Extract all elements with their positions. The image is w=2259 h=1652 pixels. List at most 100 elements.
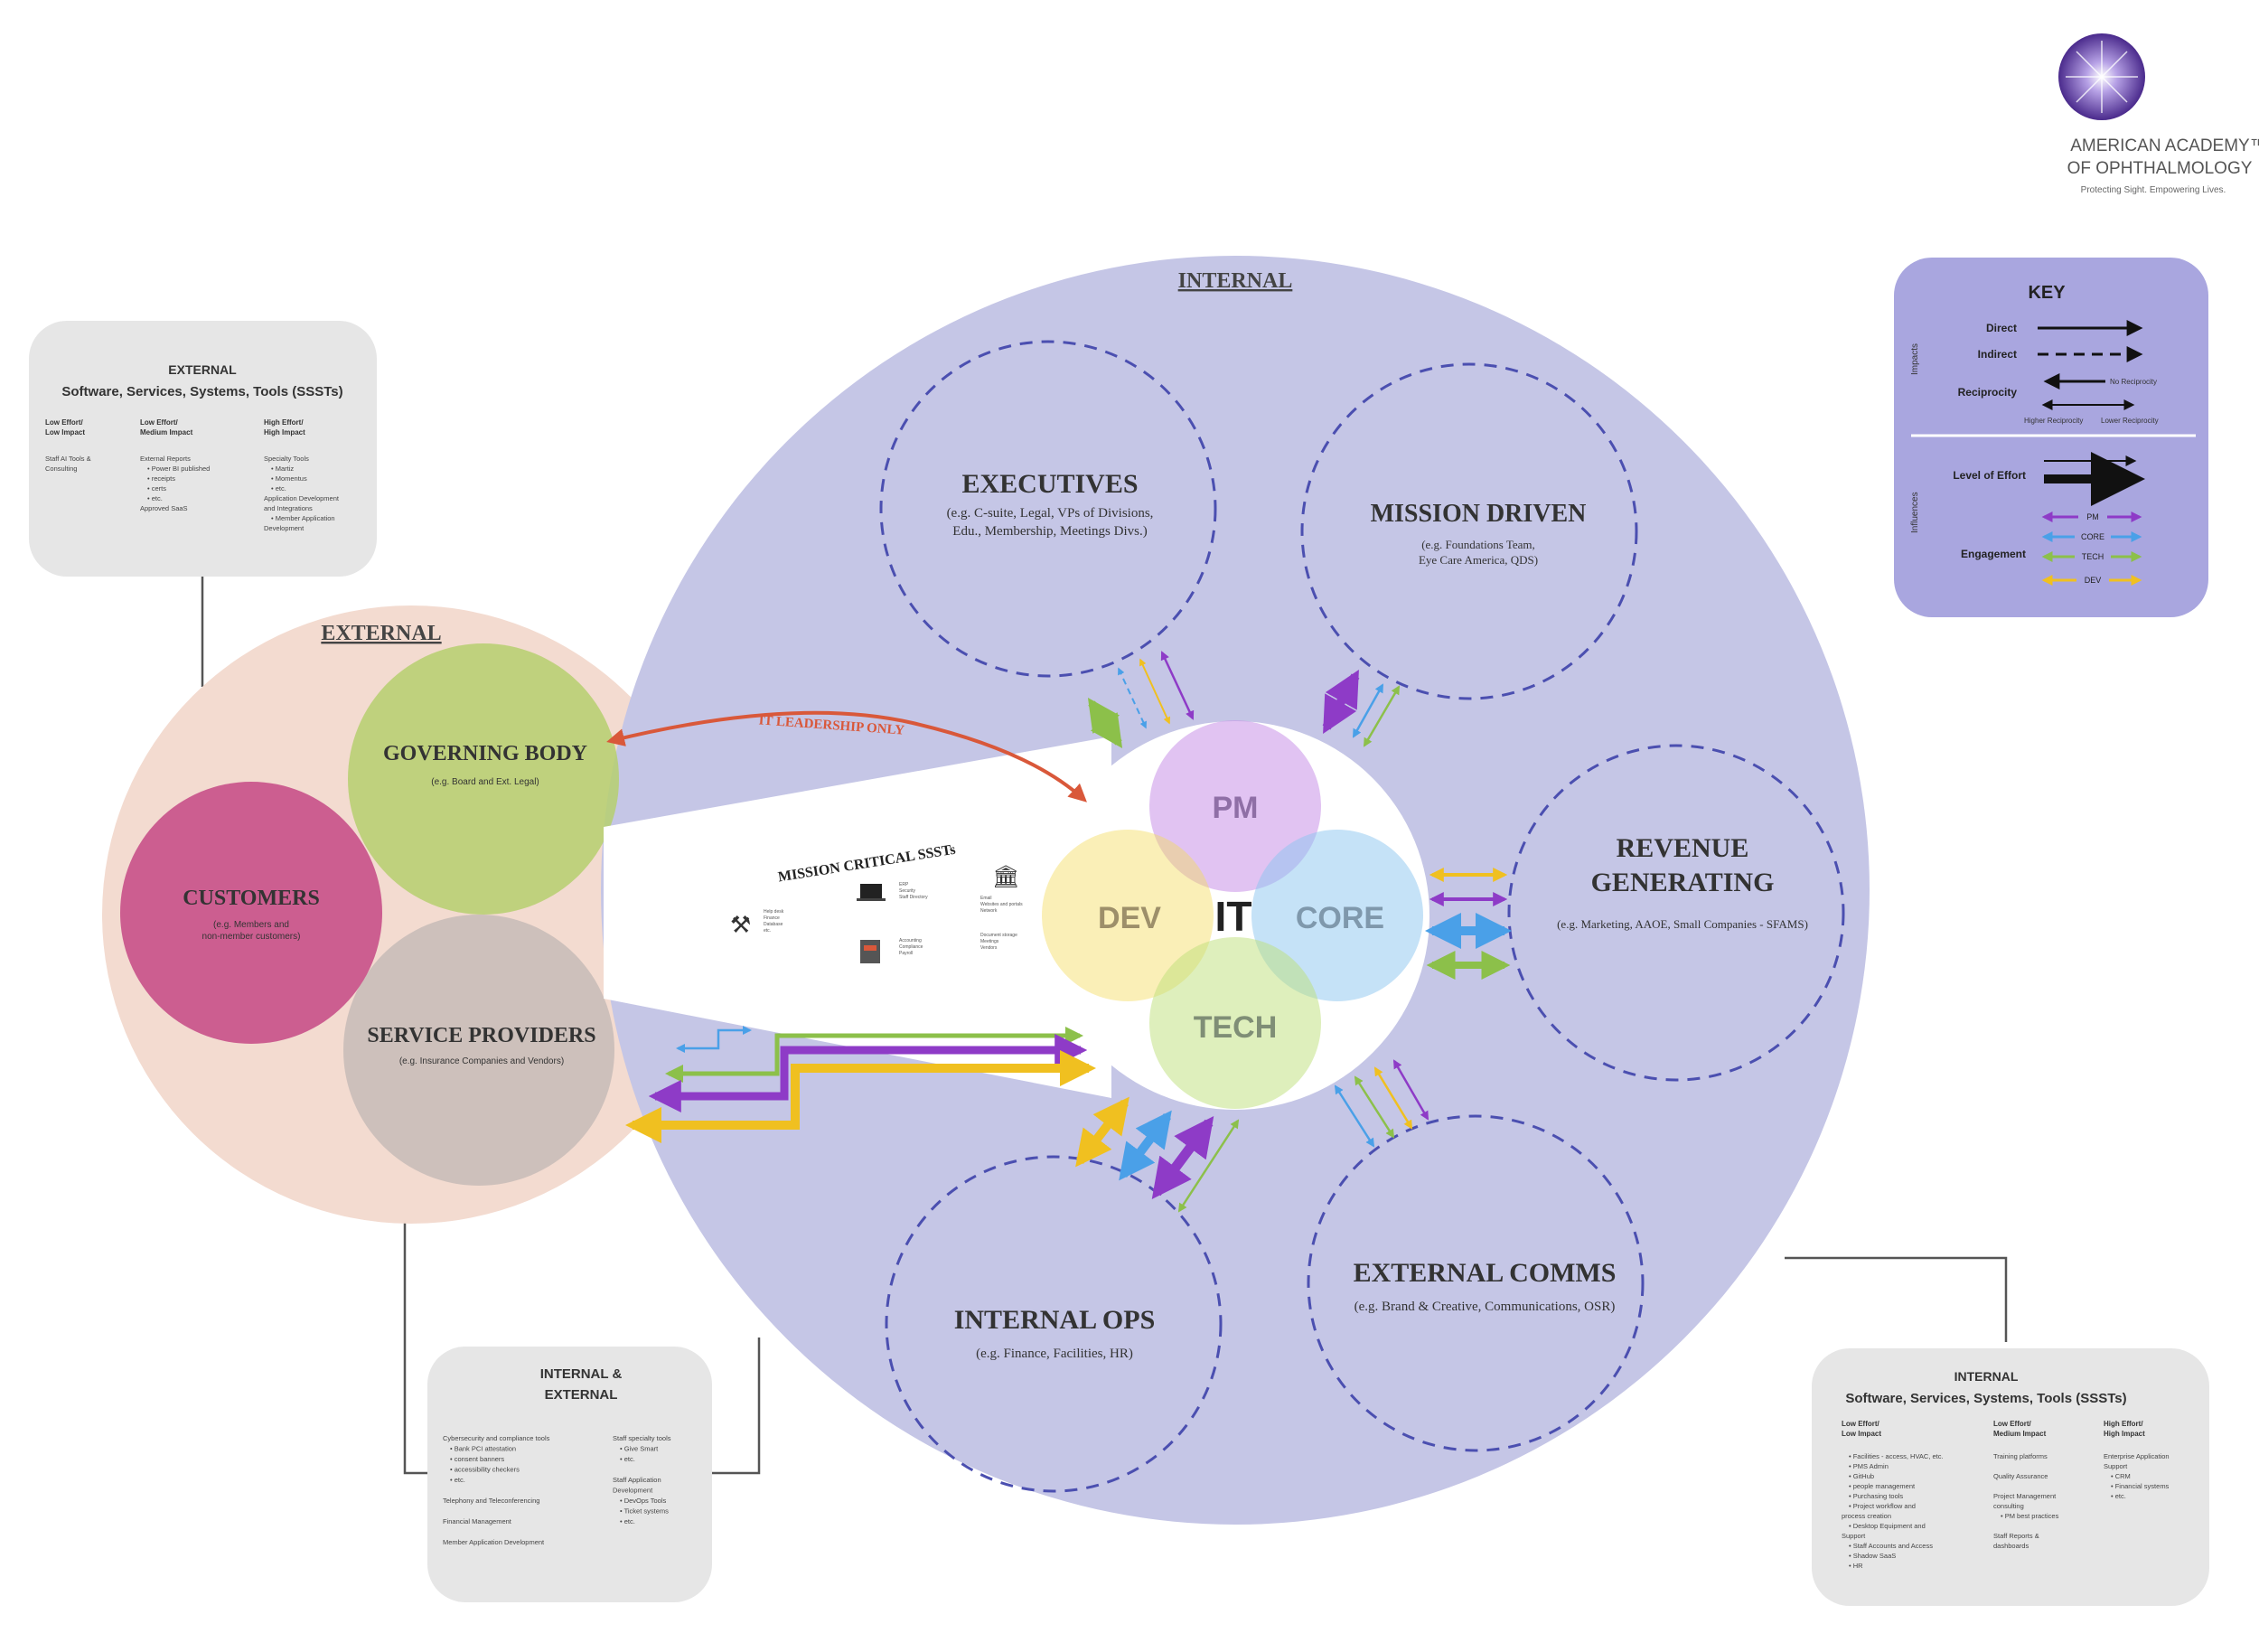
governing-body-title: GOVERNING BODY: [383, 742, 587, 765]
int-col1-item: • Purchasing tools: [1849, 1492, 1903, 1500]
int-col1-item: • HR: [1849, 1562, 1863, 1570]
ext-col3-head-2: High Impact: [264, 428, 305, 436]
ie-col1-item: Financial Management: [443, 1517, 512, 1525]
tech-label: TECH: [1194, 1010, 1278, 1045]
mission-critical-item: Document storage: [980, 933, 1017, 938]
revenue-title-2: GENERATING: [1591, 868, 1775, 897]
service-providers-title: SERVICE PROVIDERS: [367, 1024, 595, 1047]
key-pm: PM: [2086, 512, 2099, 521]
ext-col2-item: • Power BI published: [147, 465, 210, 473]
customers-sub-2: non-member customers): [202, 932, 301, 942]
external-comms-circle: [1307, 1114, 1645, 1452]
ie-box-title-1: INTERNAL &: [540, 1366, 623, 1382]
pm-circle: [1149, 720, 1321, 892]
customers-sub-1: (e.g. Members and: [213, 920, 289, 930]
key-impacts-label: Impacts: [1910, 343, 1920, 375]
mission-driven-desc-2: Eye Care America, QDS): [1419, 553, 1538, 567]
ie-col2-item: Staff Application: [613, 1476, 661, 1484]
ext-col3-item: • Momentus: [271, 474, 307, 483]
external-comms-title: EXTERNAL COMMS: [1354, 1258, 1617, 1288]
service-providers-circle: [343, 915, 614, 1186]
logo-org-line2: OF OPHTHALMOLOGY: [2067, 159, 2253, 178]
int-col2-item: • PM best practices: [2001, 1512, 2059, 1520]
ie-col2-item: • etc.: [620, 1517, 635, 1525]
service-providers-sub: (e.g. Insurance Companies and Vendors): [399, 1056, 564, 1066]
external-title: EXTERNAL: [321, 622, 441, 645]
server-badge-icon: [864, 945, 876, 951]
int-col1-item: • Facilities - access, HVAC, etc.: [1849, 1452, 1944, 1460]
external-comms-desc: (e.g. Brand & Creative, Communications, …: [1354, 1300, 1616, 1314]
ie-col2-item: Staff specialty tools: [613, 1434, 671, 1442]
customers-circle: [120, 782, 382, 1044]
ext-col3-item: Development: [264, 524, 305, 532]
int-col3-item: Enterprise Application: [2104, 1452, 2170, 1460]
ext-col2-items: External Reports• Power BI published• re…: [140, 455, 210, 512]
key-indirect: Indirect: [1978, 348, 2017, 361]
mission-driven-desc-1: (e.g. Foundations Team,: [1421, 538, 1535, 551]
mission-critical-funnel: [604, 737, 1111, 1098]
int-col2-item: Training platforms: [1993, 1452, 2048, 1460]
ext-col1-item: Staff AI Tools &: [45, 455, 91, 463]
service-providers-engagement-arrows: [625, 1026, 1096, 1143]
key-influences-label: Influences: [1910, 492, 1920, 533]
mission-critical-item: Network: [980, 908, 998, 914]
int-box-title: INTERNAL: [1954, 1369, 2019, 1384]
int-col1-item: Support: [1842, 1532, 1866, 1540]
ext-col3-item: Specialty Tools: [264, 455, 309, 463]
ext-col2-item: Approved SaaS: [140, 504, 188, 512]
int-col1-item: • Staff Accounts and Access: [1849, 1542, 1933, 1550]
key-lower-reciprocity: Lower Reciprocity: [2101, 417, 2159, 425]
it-core-circle: [1041, 721, 1429, 1110]
key-no-reciprocity: No Reciprocity: [2110, 378, 2157, 386]
ie-col1-item: • consent banners: [450, 1455, 504, 1463]
ext-col3-head-1: High Effort/: [264, 418, 304, 427]
mission-driven-engagement-arrows: [1322, 670, 1401, 747]
mission-critical-item: etc.: [764, 928, 771, 934]
internal-sssts-box: INTERNAL Software, Services, Systems, To…: [1812, 1348, 2209, 1606]
revenue-desc: (e.g. Marketing, AAOE, Small Companies -…: [1557, 917, 1808, 931]
ext-col3-item: Application Development: [264, 494, 340, 502]
ext-col2-item: • etc.: [147, 494, 163, 502]
ie-col1-item: Telephony and Teleconferencing: [443, 1497, 539, 1505]
int-col1-item: process creation: [1842, 1512, 1891, 1520]
executives-title: EXECUTIVES: [961, 469, 1138, 499]
mission-critical-item: Compliance: [899, 944, 923, 950]
ie-col1-item: Member Application Development: [443, 1538, 545, 1546]
ext-col2-item: • certs: [147, 484, 166, 493]
internal-ops-circle: [885, 1155, 1223, 1493]
mission-critical-item: Meetings: [980, 939, 999, 944]
int-col2-head-2: Medium Impact: [1993, 1430, 2047, 1438]
key-title: KEY: [2028, 283, 2066, 303]
internal-ops-title: INTERNAL OPS: [954, 1305, 1156, 1335]
int-col2-item: dashboards: [1993, 1542, 2029, 1550]
ext-col3-item: • Member Application: [271, 514, 335, 522]
int-col1-head-2: Low Impact: [1842, 1430, 1881, 1438]
revenue-engagement-arrows: [1425, 868, 1512, 980]
mission-driven-title: MISSION DRIVEN: [1371, 500, 1587, 528]
laptop-icon: [860, 884, 882, 898]
mission-critical-item: Database: [764, 922, 783, 927]
ie-col1-item: • Bank PCI attestation: [450, 1445, 516, 1453]
governing-body-sub: (e.g. Board and Ext. Legal): [431, 777, 539, 787]
int-col3-item: • Financial systems: [2111, 1482, 2170, 1490]
key-higher-reciprocity: Higher Reciprocity: [2024, 417, 2083, 425]
governing-body-circle: [348, 643, 619, 915]
int-col3-item: • etc.: [2111, 1492, 2126, 1500]
int-col2-item: Staff Reports &: [1993, 1532, 2039, 1540]
ie-col1-item: • accessibility checkers: [450, 1466, 520, 1474]
key-level-of-effort: Level of Effort: [1953, 469, 2026, 482]
ext-col1-head-1: Low Effort/: [45, 418, 84, 427]
int-col1-item: • Desktop Equipment and: [1849, 1522, 1926, 1530]
mission-critical-item: ERP: [899, 882, 909, 887]
int-col2-item: consulting: [1993, 1502, 2024, 1510]
internal-external-sssts-box: INTERNAL & EXTERNAL Cybersecurity and co…: [427, 1347, 712, 1602]
dev-circle: [1042, 830, 1214, 1001]
mission-driven-circle: [1300, 362, 1638, 700]
ext-col1-item: Consulting: [45, 465, 77, 473]
ext-col1-head-2: Low Impact: [45, 428, 85, 436]
executives-circle: [879, 340, 1217, 678]
int-col1-items: • Facilities - access, HVAC, etc.• PMS A…: [1842, 1452, 1944, 1570]
pm-label: PM: [1213, 791, 1259, 825]
